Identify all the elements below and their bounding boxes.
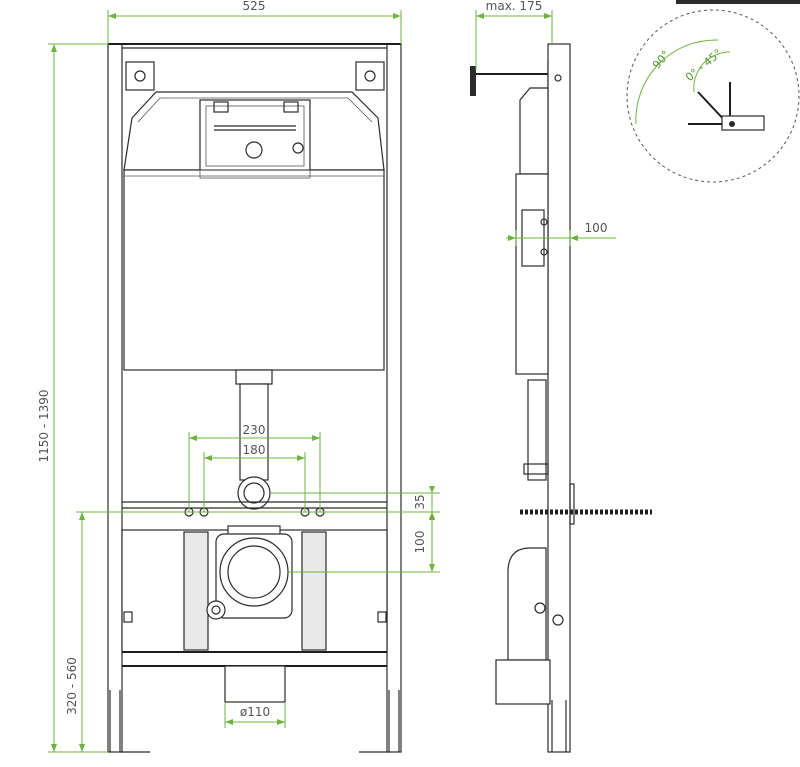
flush-outlet-outer — [237, 476, 271, 510]
angle-detail — [626, 9, 800, 183]
flush-outlet-inner — [243, 482, 265, 504]
label-depth: max. 175 — [486, 0, 543, 13]
flush-pipe — [239, 383, 269, 481]
bracket-top-right — [355, 61, 385, 91]
bracket-top-left — [125, 61, 155, 91]
label-width: 525 — [243, 0, 266, 13]
label-100-front: 100 — [413, 531, 427, 554]
side-view — [470, 43, 652, 753]
lower-strut-right — [301, 531, 327, 651]
frame-left-upright — [107, 43, 123, 753]
side-frame-upright — [547, 43, 571, 753]
anchor-plate — [470, 66, 476, 96]
water-valve — [206, 600, 226, 620]
side-cistern-top — [519, 87, 549, 175]
flush-mechanism-plate — [199, 99, 311, 173]
corner-bar — [676, 0, 800, 4]
detail-bracket — [721, 115, 765, 131]
drain-pipe-stub — [224, 665, 286, 703]
angle-arc-90 — [635, 39, 719, 125]
label-230: 230 — [243, 423, 266, 437]
dimension-lines — [48, 10, 616, 753]
label-height: 1150 - 1390 — [37, 389, 51, 462]
label-lower-range: 320 - 560 — [65, 657, 79, 715]
flush-pipe-collar — [235, 369, 273, 385]
side-drain-pipe — [495, 659, 551, 705]
label-35: 35 — [413, 494, 427, 509]
label-angle-90: 90° — [650, 48, 672, 71]
lower-strut-left — [183, 531, 209, 651]
label-angle-45: 0° - 45° — [683, 47, 724, 85]
side-flush-pipe — [527, 379, 547, 481]
side-drain-elbow — [507, 547, 547, 661]
front-view — [107, 43, 402, 753]
label-180: 180 — [243, 443, 266, 457]
drain-inner — [227, 545, 281, 599]
frame-right-upright — [386, 43, 402, 753]
label-pipe-diameter: ø110 — [240, 705, 270, 719]
side-cistern-body — [515, 173, 549, 375]
angle-arc-45 — [693, 51, 731, 93]
detail-circle — [626, 9, 800, 183]
cistern-body — [123, 169, 385, 371]
label-100-side: 100 — [585, 221, 608, 235]
